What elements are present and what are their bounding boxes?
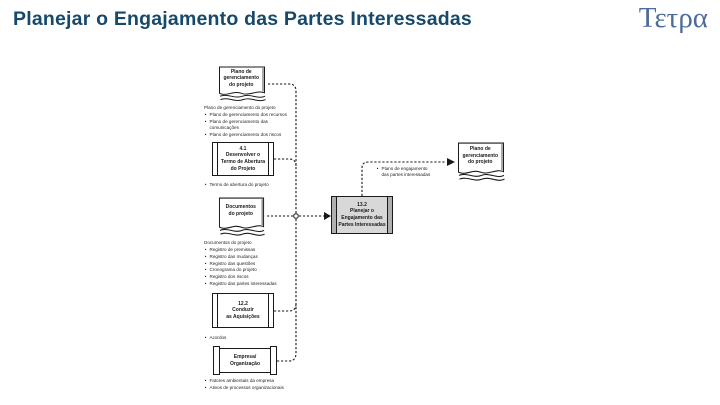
- bullet-text: Ativos de processos organizacionais: [209, 384, 284, 390]
- bullet-dot: •: [204, 280, 207, 286]
- arrowhead-into-output-doc: [447, 158, 455, 166]
- bullet-list-empresa: •Fatores ambientais da empresa•Ativos de…: [204, 378, 314, 391]
- junction-node: [293, 213, 299, 219]
- document-label: Plano de gerenciamento do projeto: [223, 68, 260, 88]
- bullet-item: •Plano de gerenciamento dos riscos: [204, 132, 302, 138]
- bullet-dot: •: [204, 260, 207, 266]
- bullet-list-acordos: •Acordos: [204, 335, 302, 341]
- bullet-dot: •: [204, 267, 207, 273]
- document-shape-plano-gerenciamento-input: Plano de gerenciamento do projeto: [218, 66, 268, 104]
- bullet-item: •Cronograma do projeto: [204, 267, 302, 273]
- enterprise-organization-box: Empresa/ Organização: [213, 346, 277, 375]
- plano-gerenciamento-list: Plano de gerenciamento do projeto •Plano…: [204, 105, 302, 138]
- bullet-item: •Registro das questões: [204, 261, 302, 267]
- bullet-dot: •: [204, 273, 207, 279]
- arrowhead-into-132: [324, 212, 331, 220]
- document-label: Documentos do projeto: [225, 204, 256, 217]
- bullet-text: Acordos: [209, 335, 227, 340]
- documentos-projeto-list: Documentos do projeto •Registro de premi…: [204, 240, 302, 287]
- document-label: Plano de gerenciamento do projeto: [462, 146, 499, 166]
- bullet-item: •Fatores ambientais da empresa: [204, 378, 314, 384]
- highlight-side-bar: [387, 197, 392, 233]
- bullet-text: Cronograma do projeto: [209, 267, 257, 273]
- bullet-text: Plano de gerenciamento dos recursos: [209, 112, 287, 118]
- bullet-text: Registro das questões: [209, 260, 256, 266]
- list-heading: Documentos do projeto: [204, 240, 252, 245]
- termo-abertura-list: •Termo de abertura do projeto: [204, 182, 302, 189]
- bullet-item: •Registro das partes interessadas: [204, 281, 302, 287]
- bullet-list-documentos: •Registro de premissas•Registro das muda…: [204, 247, 302, 287]
- bullet-dot: •: [204, 131, 207, 137]
- bullet-dot: •: [204, 112, 207, 118]
- process-box-122: 12.2 Conduzir as Aquisições: [212, 293, 274, 328]
- bullet-item: •Plano de engajamento das partes interes…: [376, 166, 440, 178]
- bullet-text: Plano de gerenciamento das comunicações: [209, 118, 268, 131]
- document-icon: [218, 197, 265, 236]
- bullet-text: Registro das partes interessadas: [209, 280, 277, 286]
- bullet-item: •Registro das mudanças: [204, 254, 302, 260]
- process-box-edge: [217, 294, 218, 327]
- bullet-item: •Registro de premissas: [204, 247, 302, 253]
- bullet-item: •Plano de gerenciamento das comunicações: [204, 119, 302, 131]
- connector-output: [361, 161, 446, 196]
- bullet-dot: •: [204, 253, 207, 259]
- bullet-item: •Plano de gerenciamento dos recursos: [204, 112, 302, 118]
- bullet-text: Termo de abertura do projeto: [209, 182, 269, 187]
- process-box-edge: [268, 143, 269, 175]
- connector-plano-in: [268, 83, 297, 92]
- bullet-dot: •: [204, 384, 207, 390]
- bullet-dot: •: [204, 335, 207, 340]
- connector-empresa: [277, 352, 297, 362]
- highlight-side-bar: [332, 197, 337, 233]
- bullet-item: •Ativos de processos organizacionais: [204, 385, 314, 391]
- bullet-item: •Acordos: [204, 335, 302, 341]
- connector-41: [274, 158, 297, 167]
- acordos-list: •Acordos: [204, 335, 302, 342]
- bullet-dot: •: [376, 166, 379, 171]
- document-shape-plano-gerenciamento-output: Plano de gerenciamento do projeto: [457, 142, 507, 184]
- bullet-text: Registro dos riscos: [209, 273, 249, 279]
- slide-title: Planejar o Engajamento das Partes Intere…: [13, 8, 472, 30]
- bullet-item: •Registro dos riscos: [204, 274, 302, 280]
- process-label: 13.2 Planejar o Engajamento das Partes I…: [338, 201, 386, 228]
- bullet-list-plano: •Plano de gerenciamento dos recursos•Pla…: [204, 112, 302, 138]
- process-label: 12.2 Conduzir as Aquisições: [226, 300, 260, 320]
- enterprise-label: Empresa/ Organização: [219, 348, 271, 373]
- bullet-text: Registro de premissas: [209, 247, 256, 253]
- list-heading: Plano de gerenciamento do projeto: [204, 105, 276, 110]
- document-icon: [458, 142, 505, 181]
- bullet-dot: •: [204, 378, 207, 383]
- process-label: 4.1 Desenvolver o Termo de Abertura do P…: [220, 145, 266, 172]
- output-label-list: •Plano de engajamento das partes interes…: [376, 166, 440, 179]
- bullet-dot: •: [204, 247, 207, 253]
- bullet-text: Plano de engajamento das partes interess…: [381, 166, 431, 178]
- bullet-text: Fatores ambientais da empresa: [209, 378, 275, 383]
- bullet-dot: •: [204, 182, 207, 187]
- bullet-text: Plano de gerenciamento dos riscos: [209, 131, 282, 137]
- empresa-list: •Fatores ambientais da empresa•Ativos de…: [204, 378, 314, 391]
- process-box-edge: [268, 294, 269, 327]
- document-shape-documentos-projeto: Documentos do projeto: [218, 197, 267, 239]
- bullet-text: Registro das mudanças: [209, 253, 258, 259]
- bullet-dot: •: [204, 118, 207, 124]
- bullet-list-termo: •Termo de abertura do projeto: [204, 182, 302, 188]
- document-icon: [219, 66, 266, 102]
- bullet-list-output: •Plano de engajamento das partes interes…: [376, 166, 440, 178]
- process-box-41: 4.1 Desenvolver o Termo de Abertura do P…: [212, 142, 274, 176]
- process-box-edge: [217, 143, 218, 175]
- connector-122: [274, 303, 297, 312]
- tetra-logo: Τετρα: [638, 2, 708, 34]
- enterprise-box-tab: [270, 346, 277, 375]
- bullet-item: •Termo de abertura do projeto: [204, 182, 302, 188]
- process-box-132-highlight: 13.2 Planejar o Engajamento das Partes I…: [331, 196, 393, 234]
